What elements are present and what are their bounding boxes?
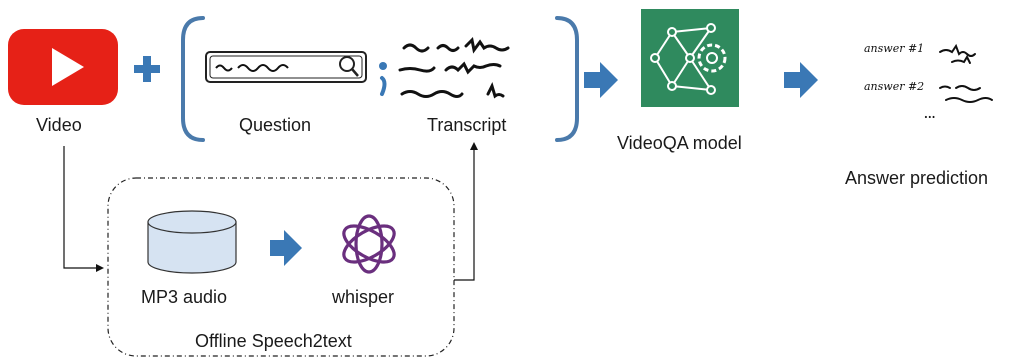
search-icon — [339, 56, 359, 77]
mp3-audio-label: MP3 audio — [141, 287, 228, 307]
openai-whisper-icon — [342, 214, 396, 274]
more-answers-ellipsis: ... — [924, 108, 936, 121]
transcript-scribbles — [398, 36, 510, 99]
whisper-to-transcript-connector — [454, 142, 478, 281]
answer-scribbles — [939, 43, 993, 103]
left-bracket — [181, 16, 205, 142]
whisper-label: whisper — [332, 287, 395, 307]
video-to-audio-connector — [63, 146, 104, 272]
transcript-label: Transcript — [427, 115, 507, 135]
video-label: Video — [36, 115, 82, 135]
youtube-play-icon — [8, 29, 118, 105]
offline-speech2text-label: Offline Speech2text — [195, 331, 352, 351]
right-bracket — [555, 16, 579, 142]
neural-network-gear-icon — [641, 9, 739, 107]
question-label: Question — [239, 115, 312, 135]
database-cylinder-icon — [147, 210, 237, 274]
answer-2-label: answer #2 — [864, 80, 925, 93]
answer-1-label: answer #1 — [864, 42, 925, 55]
semicolon-mark — [379, 62, 387, 96]
question-search-box — [205, 51, 367, 83]
arrow-to-answers — [784, 62, 818, 98]
answer-prediction-label: Answer prediction — [845, 168, 989, 188]
arrow-to-whisper — [270, 230, 302, 266]
plus-icon — [134, 56, 160, 82]
offline-speech2text-box — [107, 177, 455, 357]
videoqa-model-label: VideoQA model — [617, 133, 742, 153]
arrow-to-model — [584, 62, 618, 98]
